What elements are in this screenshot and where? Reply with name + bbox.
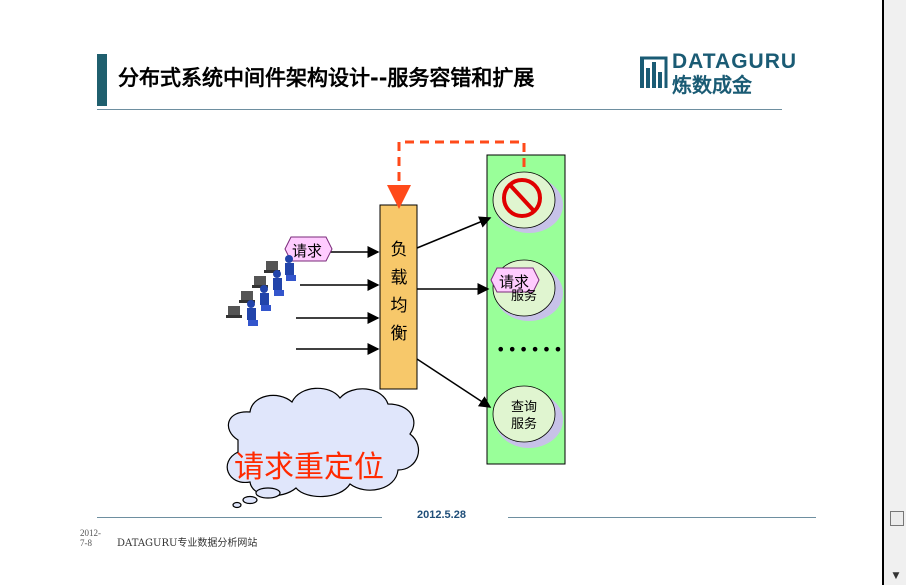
service-node-bottom-label: 查询 服务 — [510, 400, 537, 432]
lb-char: 均 — [390, 296, 408, 316]
request-tag-service — [490, 267, 540, 293]
balancer-arrow-bottom — [416, 358, 492, 408]
clients-icon — [226, 255, 296, 326]
footer-page-date: 2012- 7-8 — [80, 528, 101, 548]
title-accent-bar — [97, 54, 107, 106]
redirect-dashed-arrow — [387, 140, 526, 209]
load-balancer-box — [379, 204, 418, 390]
scrollbar-thumb[interactable] — [890, 511, 904, 526]
footer-rule-right — [508, 517, 816, 518]
lb-char: 衡 — [390, 324, 408, 344]
logo-text-cn: 炼数成金 — [672, 73, 752, 97]
title-divider — [97, 109, 782, 110]
footer-date: 2012.5.28 — [417, 509, 466, 521]
logo-text-en: DATAGURU — [672, 50, 798, 73]
service-node-mid-label: 服务 — [510, 289, 537, 304]
lb-char: 负 — [390, 240, 408, 260]
load-balancer-label: 负 载 均 衡 — [382, 236, 416, 348]
vertical-scrollbar[interactable] — [882, 0, 906, 585]
redirect-cloud — [226, 387, 420, 509]
ellipsis-more-services: •••••• — [496, 340, 565, 359]
architecture-diagram — [226, 140, 566, 509]
dataguru-logo: DATAGURU 炼数成金 — [638, 50, 796, 97]
scroll-down-arrow-icon[interactable]: ▼ — [892, 571, 900, 581]
request-tag-left-label: 请求 — [292, 242, 323, 260]
slide-title: 分布式系统中间件架构设计--服务容错和扩展 — [118, 66, 535, 90]
prohibition-icon — [502, 178, 542, 218]
footer-site: DATAGURU专业数据分析网站 — [117, 538, 258, 549]
request-tag-service-label: 请求 — [499, 273, 530, 291]
logo-bars-icon — [640, 56, 668, 88]
lb-char: 载 — [390, 268, 408, 288]
cloud-label: 请求重定位 — [234, 450, 384, 485]
service-node-bottom — [492, 385, 556, 443]
slide-page: 分布式系统中间件架构设计--服务容错和扩展 DATAGURU 炼数成金 — [80, 50, 816, 549]
balancer-arrow-top — [416, 216, 492, 249]
footer-rule-left — [97, 517, 382, 518]
